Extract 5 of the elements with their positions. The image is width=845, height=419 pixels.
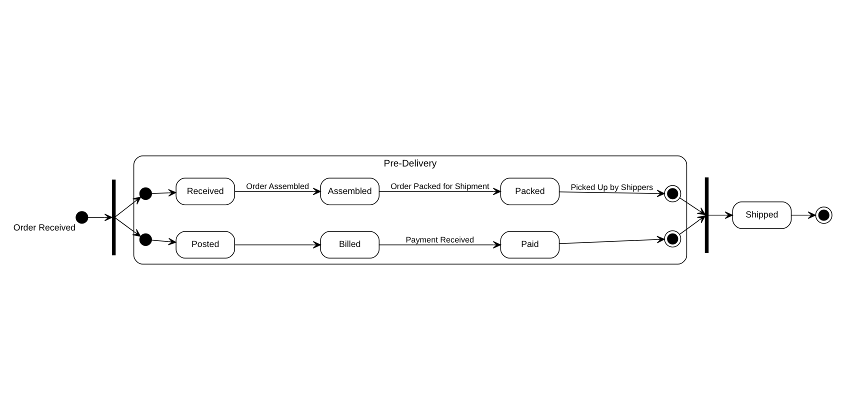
edge-label: Picked Up by Shippers — [570, 182, 654, 192]
edge-label: Payment Received — [406, 234, 474, 244]
edge-label: Order Packed for Shipment — [390, 182, 490, 191]
node-label: Order Received — [13, 222, 76, 232]
edge-label: Order Assembled — [246, 182, 310, 191]
